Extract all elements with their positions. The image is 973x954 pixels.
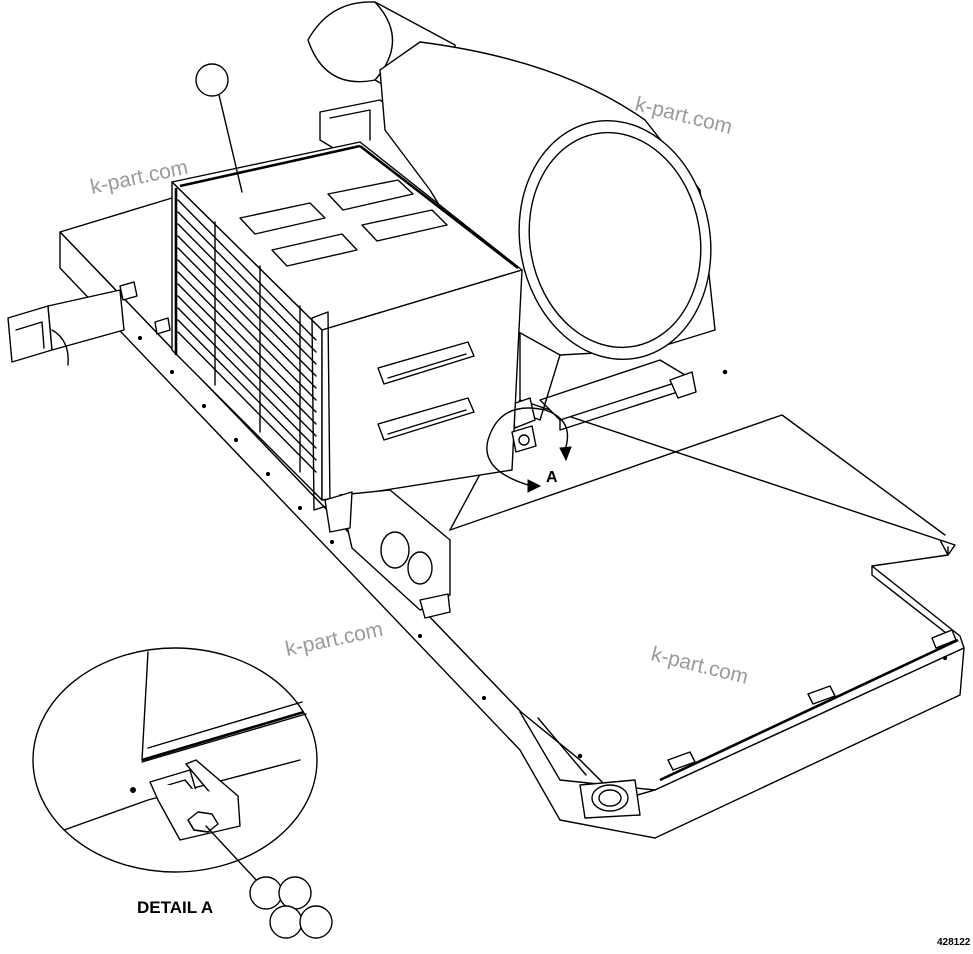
lift-eye bbox=[579, 779, 641, 819]
view-marker-a: A bbox=[546, 469, 558, 486]
detail-a-bubble bbox=[32, 647, 318, 883]
edge-bolts bbox=[137, 335, 948, 759]
callout-balloon-top bbox=[195, 63, 243, 193]
figure-number: 428122 bbox=[937, 937, 971, 948]
blower-housing bbox=[307, 1, 716, 429]
louvers bbox=[177, 199, 317, 473]
detail-a-label: DETAIL A bbox=[137, 898, 213, 917]
pump-assembly bbox=[324, 489, 451, 619]
callout-balloons-detail bbox=[249, 876, 333, 939]
watermark: k-part.com bbox=[283, 618, 385, 661]
tie-down-clips bbox=[119, 281, 957, 771]
heater-cabinet bbox=[171, 141, 523, 511]
mount-bracket bbox=[7, 289, 125, 366]
view-arrow-a bbox=[486, 407, 572, 493]
